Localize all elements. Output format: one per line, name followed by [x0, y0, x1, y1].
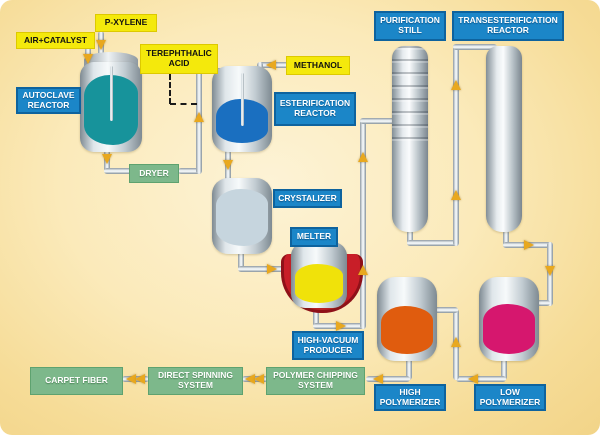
- melter-vessel: [291, 242, 347, 308]
- low-polymerizer-vessel: [479, 277, 539, 361]
- equipment-label-high-vacuum-producer: HIGH-VACUUM PRODUCER: [292, 331, 364, 360]
- equipment-label-dryer: DRYER: [129, 164, 179, 183]
- purification-still-column: [392, 46, 428, 232]
- flow-arrow-left-icon: [245, 374, 255, 384]
- pipe-dryer-outlet: [178, 168, 202, 174]
- transesterification-reactor-column: [486, 46, 522, 232]
- equipment-label-transesterification-reactor: TRANSESTERIFICATION REACTOR: [452, 11, 564, 41]
- equipment-label-low-polymerizer: LOW POLYMERIZER: [474, 384, 546, 411]
- pipe-melter-outlet: [313, 307, 319, 327]
- input-label-p-xylene: P-XYLENE: [95, 14, 157, 32]
- pipe-lowpoly-outlet: [501, 358, 507, 380]
- equipment-label-polymer-chipping-system: POLYMER CHIPPING SYSTEM: [266, 367, 365, 395]
- equipment-label-crystalizer: CRYSTALIZER: [273, 189, 342, 208]
- low-polymerizer-contents: [483, 303, 535, 355]
- flow-arrow-right-icon: [524, 240, 534, 250]
- high-polymerizer-contents: [381, 305, 433, 355]
- flow-arrow-left-icon: [135, 374, 145, 384]
- output-label-carpet-fiber: CARPET FIBER: [30, 367, 123, 395]
- flow-arrow-left-icon: [254, 374, 264, 384]
- pipe-highpoly-to-chipping: [366, 376, 410, 382]
- agitator-shaft-icon: [240, 72, 244, 127]
- pipe-crystalizer-outlet: [238, 252, 244, 270]
- flow-arrow-down-icon: [223, 160, 233, 170]
- pipe-lowpoly-to-riser: [456, 376, 506, 382]
- flow-arrow-left-icon: [126, 374, 136, 384]
- flow-arrow-up-icon: [194, 112, 204, 122]
- flow-arrow-down-icon: [83, 54, 93, 64]
- pipe-into-lowpoly: [532, 300, 550, 306]
- esterification-reactor-vessel: [212, 66, 272, 152]
- melter-contents: [294, 264, 344, 303]
- pipe-transester-outlet: [503, 230, 509, 248]
- equipment-label-high-polymerizer: HIGH POLYMERIZER: [374, 384, 446, 411]
- high-polymerizer-vessel: [377, 277, 437, 361]
- flow-arrow-down-icon: [545, 266, 555, 276]
- equipment-label-autoclave-reactor: AUTOCLAVE REACTOR: [16, 87, 81, 114]
- flow-arrow-down-icon: [96, 40, 106, 50]
- flow-arrow-up-icon: [451, 337, 461, 347]
- pipe-into-transester-top: [453, 44, 497, 50]
- crystalizer-contents: [216, 188, 268, 247]
- flow-arrow-left-icon: [266, 60, 276, 70]
- equipment-label-melter: MELTER: [290, 227, 338, 247]
- terephthalic-acid-dashed-elbow: [170, 103, 197, 105]
- equipment-label-esterification-reactor: ESTERIFICATION REACTOR: [274, 92, 356, 126]
- flow-arrow-right-icon: [267, 264, 277, 274]
- input-label-methanol: METHANOL: [286, 56, 350, 75]
- agitator-shaft-icon: [109, 65, 113, 121]
- flow-arrow-up-icon: [358, 265, 368, 275]
- pipe-riser-to-transester: [453, 44, 459, 246]
- flow-arrow-left-icon: [468, 374, 478, 384]
- pipe-to-dryer: [104, 168, 134, 174]
- terephthalic-acid-dashed-line: [169, 74, 171, 104]
- pipe-into-still-side: [360, 118, 396, 124]
- input-label-air-catalyst: AIR+CATALYST: [16, 32, 95, 49]
- flow-arrow-left-icon: [373, 374, 383, 384]
- pipe-still-outlet: [407, 230, 413, 246]
- still-ribs: [392, 46, 428, 141]
- flow-arrow-up-icon: [451, 190, 461, 200]
- pipe-riser-to-still: [360, 118, 366, 329]
- pipe-still-to-riser: [407, 240, 459, 246]
- pipe-into-highpoly: [434, 307, 458, 313]
- flow-arrow-down-icon: [102, 154, 112, 164]
- crystalizer-vessel: [212, 178, 272, 254]
- flow-arrow-up-icon: [451, 80, 461, 90]
- flow-arrow-right-icon: [336, 321, 346, 331]
- flow-arrow-up-icon: [358, 152, 368, 162]
- input-label-terephthalic-acid: TEREPHTHALIC ACID: [140, 44, 218, 74]
- pipe-highpoly-outlet: [406, 358, 412, 380]
- equipment-label-purification-still: PURIFICATION STILL: [374, 11, 446, 41]
- equipment-label-direct-spinning-system: DIRECT SPINNING SYSTEM: [148, 367, 243, 395]
- autoclave-reactor-vessel: [80, 62, 142, 152]
